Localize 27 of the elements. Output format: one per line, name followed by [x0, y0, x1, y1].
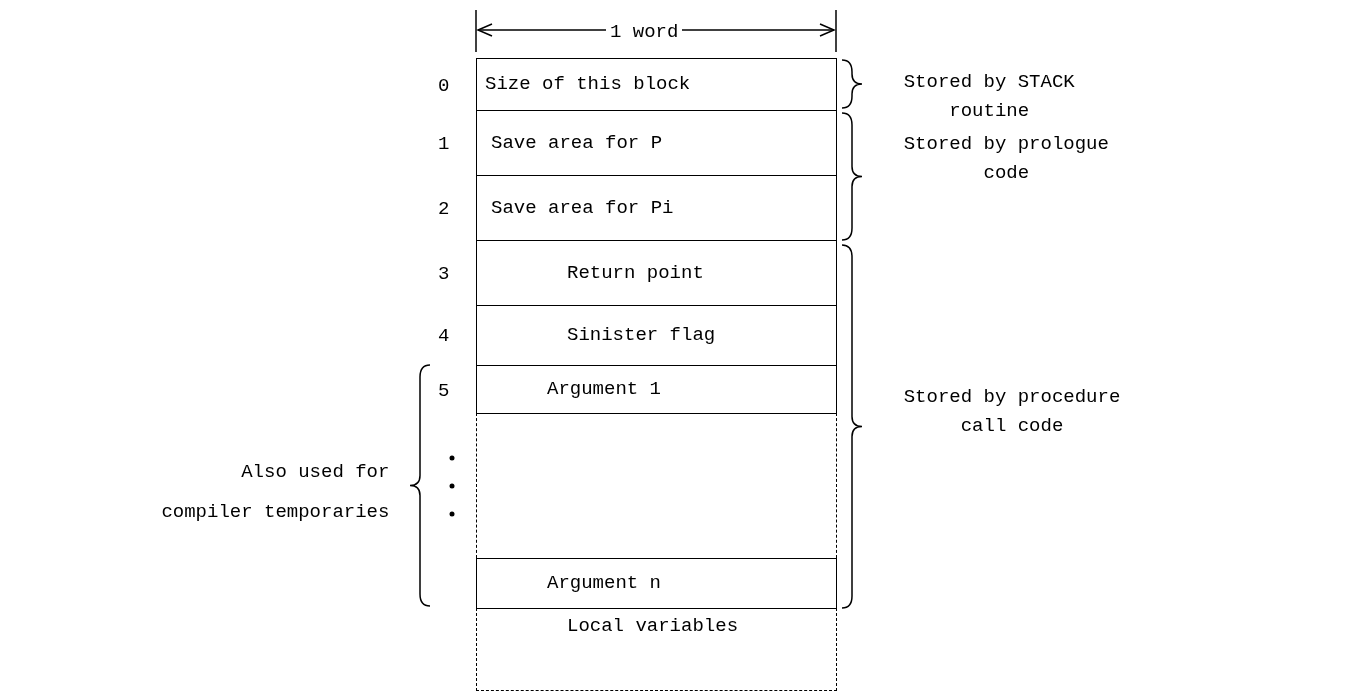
word-offset: 4: [438, 324, 450, 349]
cell-label: Save area for P: [491, 130, 663, 156]
memory-cell: [476, 240, 837, 306]
memory-cell: [476, 175, 837, 241]
annotation: Stored by STACK routine: [902, 70, 1076, 124]
memory-cell: [476, 305, 837, 366]
memory-cell: [476, 365, 837, 414]
cell-label: Argument 1: [547, 377, 662, 403]
word-offset: 1: [438, 132, 450, 157]
memory-cell: [476, 558, 837, 609]
cell-label: Size of this block: [485, 72, 691, 98]
annotation: Stored by prologue code: [902, 132, 1110, 186]
cell-label: Save area for Pi: [491, 195, 674, 221]
annotation: Also used for compiler temporaries: [160, 460, 390, 525]
open-memory-region: [476, 608, 837, 691]
word-offset: 5: [438, 379, 450, 404]
cell-label: Argument n: [547, 571, 662, 597]
word-offset: 2: [438, 197, 450, 222]
annotation: Stored by procedure call code: [902, 385, 1122, 439]
cell-label: Local variables: [567, 614, 739, 639]
open-memory-region: [476, 413, 837, 558]
word-offset: 0: [438, 74, 450, 99]
cell-label: Sinister flag: [567, 323, 716, 349]
memory-cell: [476, 58, 837, 111]
cell-label: Return point: [567, 260, 704, 286]
word-offset: 3: [438, 262, 450, 287]
memory-cell: [476, 110, 837, 176]
